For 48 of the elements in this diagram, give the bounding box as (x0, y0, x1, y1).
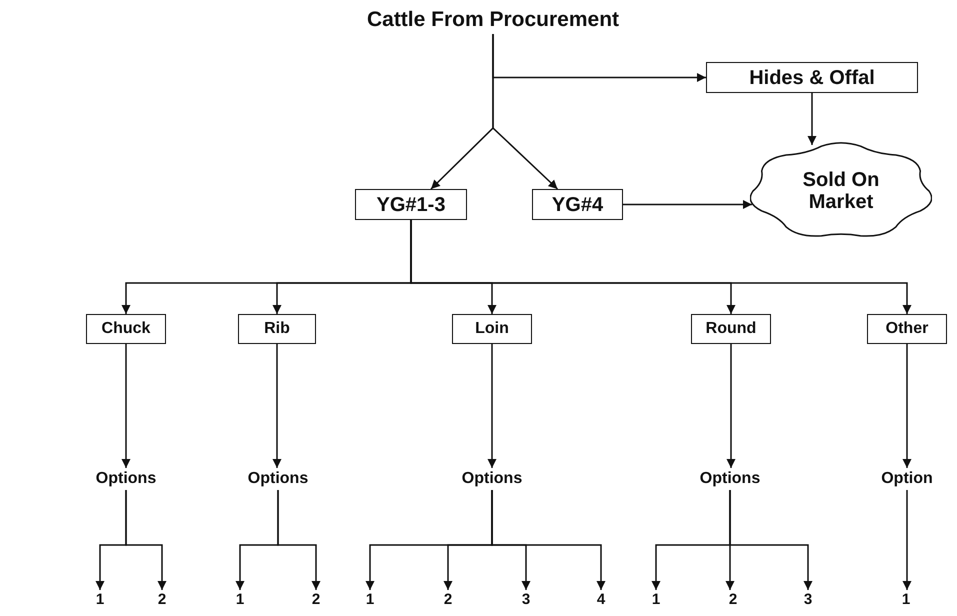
process-box (238, 314, 316, 344)
node-text: 1 (366, 592, 374, 608)
node-text: 3 (522, 592, 530, 608)
node-text: 2 (728, 592, 738, 608)
node-text: YG#1-3 (376, 194, 446, 216)
arrow (902, 490, 912, 590)
node-text: 1 (96, 592, 104, 608)
node-text: YG#4 (552, 194, 604, 216)
node-text: Hides & Offal (749, 66, 875, 88)
node-text: 2 (158, 592, 166, 608)
node-text: Round (706, 320, 756, 338)
node-text: Options (248, 470, 308, 488)
node-text: 2 (444, 592, 452, 608)
arrow (125, 490, 166, 590)
node-text: 4 (596, 592, 606, 608)
process-box (452, 314, 532, 344)
arrow (729, 490, 812, 590)
node-text: Other (886, 320, 928, 338)
process-box (86, 314, 166, 344)
node-text: 3 (804, 592, 812, 608)
arrow (808, 93, 816, 145)
node-text: Rib (264, 320, 290, 338)
node-text: Loin (475, 320, 509, 338)
arrow (277, 490, 320, 590)
arrow (491, 490, 606, 590)
node-text: 1 (236, 592, 244, 608)
node-text: 1 (902, 592, 910, 608)
node-text: Option (881, 470, 933, 488)
arrow (902, 344, 912, 468)
process-box (706, 62, 918, 93)
node-text: Cattle From Procurement (366, 8, 620, 32)
node-text: 1 (652, 592, 660, 608)
arrow (623, 200, 752, 209)
process-box (691, 314, 771, 344)
arrow (492, 34, 558, 190)
process-box (532, 189, 623, 220)
node-text: Options (96, 470, 156, 488)
node-text: Options (700, 470, 760, 488)
arrow (726, 344, 736, 468)
process-box (867, 314, 947, 344)
node-text: Options (462, 470, 522, 488)
arrow (122, 344, 130, 468)
node-text: 2 (312, 592, 320, 608)
arrow (272, 344, 282, 468)
process-box (355, 189, 467, 220)
node-text: Chuck (102, 320, 150, 338)
arrow (488, 344, 496, 468)
arrow (410, 220, 912, 314)
